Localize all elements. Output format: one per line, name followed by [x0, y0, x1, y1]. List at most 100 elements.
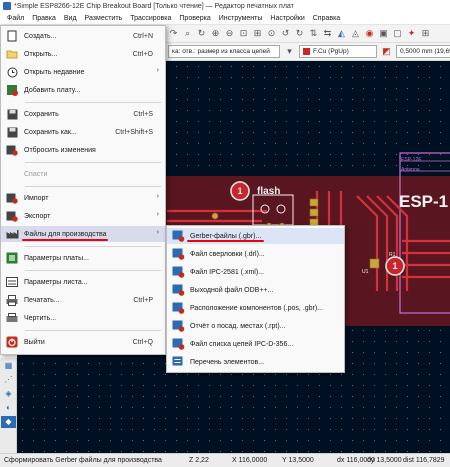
status-zoom: Z 2,22: [189, 457, 209, 464]
menu-item-print[interactable]: Печатать... Ctrl+P: [1, 292, 165, 308]
mirror-v-icon[interactable]: ⇅: [309, 28, 318, 38]
menu-item-revert[interactable]: Отбросить изменения: [1, 142, 165, 158]
submenu-item-footprint-report-label: Отчёт о посад. местах (.rpt)...: [190, 322, 286, 330]
menu-item-plot[interactable]: Чертить...: [1, 310, 165, 326]
menu-item-board-setup[interactable]: Параметры платы...: [1, 250, 165, 266]
mirror-h-icon[interactable]: ⇆: [323, 28, 332, 38]
import-icon: [5, 192, 19, 205]
menu-item-rescue-label: Спасти: [24, 170, 48, 178]
menu-item-exit-label: Выйти: [24, 338, 45, 346]
menu-item-save-as[interactable]: Сохранить как... Ctrl+Shift+S: [1, 124, 165, 140]
fabrication-icon: [5, 228, 19, 241]
track-via-size-select[interactable]: ка: отв.: размер из класса цепей: [168, 45, 280, 58]
menu-file[interactable]: Файл: [7, 14, 25, 22]
menu-item-print-shortcut: Ctrl+P: [133, 296, 153, 304]
menu-item-open-recent-label: Открыть недавние: [24, 68, 85, 76]
menu-item-new[interactable]: Создать... Ctrl+N: [1, 28, 165, 44]
find-icon[interactable]: ⌕: [184, 28, 191, 38]
menu-item-print-label: Печатать...: [24, 296, 60, 304]
title-bar: *Simple ESP8266-12E Chip Breakout Board …: [0, 0, 450, 12]
submenu-arrow-icon: ›: [156, 211, 159, 218]
drill-icon: [171, 248, 185, 261]
report-icon: [171, 320, 185, 333]
submenu-item-footprint-positions[interactable]: Расположение компонентов (.pos, .gbr)...: [167, 300, 344, 316]
menu-item-export[interactable]: Экспорт ›: [1, 208, 165, 224]
menu-item-open-shortcut: Ctrl+O: [132, 50, 153, 58]
zoom-out-icon[interactable]: ⊖: [225, 28, 234, 38]
menu-item-open[interactable]: Открыть... Ctrl+O: [1, 46, 165, 62]
group-icon[interactable]: ▣: [379, 28, 388, 38]
menu-item-rescue[interactable]: Спасти: [1, 166, 165, 182]
submenu-item-bom[interactable]: Перечень элементов...: [167, 354, 344, 370]
menu-inspect[interactable]: Проверка: [179, 14, 211, 22]
submenu-item-ipc2581[interactable]: Файл IPC-2581 (.xml)...: [167, 264, 344, 280]
page-settings-icon: [5, 276, 19, 289]
rotate-cw-icon[interactable]: ↻: [295, 28, 304, 38]
menu-item-exit[interactable]: Выйти Ctrl+Q: [1, 334, 165, 350]
menu-item-save-shortcut: Ctrl+S: [133, 110, 153, 118]
drc-icon[interactable]: ◉: [365, 28, 374, 38]
redo-icon[interactable]: ↷: [169, 28, 178, 38]
menu-item-fabrication-outputs[interactable]: Файлы для производства ›: [1, 226, 165, 242]
rotate-ccw-icon[interactable]: ↺: [281, 28, 290, 38]
odb-icon: [171, 284, 185, 297]
zoom-in-icon[interactable]: ⊕: [211, 28, 220, 38]
submenu-arrow-icon: ›: [156, 67, 159, 74]
zoom-objects-icon[interactable]: ⊞: [253, 28, 262, 38]
app-logo-icon: [3, 2, 11, 10]
contrast-mode-icon[interactable]: ◐: [6, 403, 11, 412]
menu-tools[interactable]: Инструменты: [218, 14, 263, 22]
menu-item-save-label: Сохранить: [24, 110, 59, 118]
grid-select[interactable]: 0,5000 mm (19,69 m: [396, 45, 450, 58]
layer-pair-icon[interactable]: ◩: [382, 46, 391, 56]
menu-item-board-setup-label: Параметры платы...: [24, 254, 89, 262]
menu-item-plot-label: Чертить...: [24, 314, 57, 322]
menu-separator: [25, 246, 161, 247]
submenu-item-bom-label: Перечень элементов...: [190, 358, 265, 366]
submenu-item-gerbers-label: Gerber-файлы (.gbr)...: [190, 232, 262, 240]
footprint-pos-icon: [171, 302, 185, 315]
menu-bar: Файл Правка Вид Разместить Трассировка П…: [0, 12, 450, 25]
add-board-icon: [5, 84, 19, 97]
refresh-icon[interactable]: ↻: [197, 28, 206, 38]
lock-icon[interactable]: ◭: [338, 28, 345, 38]
dropdown-chevron-icon[interactable]: ▾: [287, 46, 292, 56]
menu-route[interactable]: Трассировка: [130, 14, 172, 22]
annotation-underline-gerber: [187, 240, 264, 242]
submenu-item-ipc-d356[interactable]: Файл списка цепей IPC-D-356...: [167, 336, 344, 352]
menu-preferences[interactable]: Настройки: [270, 14, 305, 22]
menu-view[interactable]: Вид: [63, 14, 77, 22]
zoom-fit-icon[interactable]: ⊡: [239, 28, 248, 38]
menu-edit[interactable]: Правка: [32, 14, 56, 22]
left-toolbar: ▦ ⋰ ◈ ◐ ◆: [0, 358, 17, 453]
submenu-item-drill[interactable]: Файл сверловки (.drl)...: [167, 246, 344, 262]
submenu-item-footprint-report[interactable]: Отчёт о посад. местах (.rpt)...: [167, 318, 344, 334]
ratsnest-icon[interactable]: ⋰: [4, 375, 13, 384]
submenu-arrow-icon: ›: [156, 193, 159, 200]
submenu-item-odb[interactable]: Выходной файл ODB++...: [167, 282, 344, 298]
layer-manager-icon[interactable]: ▦: [4, 361, 13, 370]
menu-item-page-settings[interactable]: Параметры листа...: [1, 274, 165, 290]
menu-place[interactable]: Разместить: [84, 14, 123, 22]
highlight-net-icon[interactable]: ◈: [5, 389, 12, 398]
ungroup-icon[interactable]: ▢: [393, 28, 402, 38]
menu-help[interactable]: Справка: [312, 14, 341, 22]
bom-icon: [171, 356, 185, 369]
save-icon: [5, 108, 19, 121]
menu-item-import[interactable]: Импорт ›: [1, 190, 165, 206]
menu-item-append-board[interactable]: Добавить плату...: [1, 82, 165, 98]
grid-icon[interactable]: ⊞: [421, 28, 430, 38]
plot-icon: [5, 312, 19, 325]
layer-select-label: F.Cu (PgUp): [313, 48, 349, 55]
select-layer-icon[interactable]: ◆: [1, 416, 16, 428]
menu-item-open-recent[interactable]: Открыть недавние ›: [1, 64, 165, 80]
menu-item-save[interactable]: Сохранить Ctrl+S: [1, 106, 165, 122]
status-y: Y 13,5000: [282, 457, 314, 464]
netlist-update-icon[interactable]: ✦: [407, 28, 416, 38]
layer-select[interactable]: F.Cu (PgUp): [299, 45, 377, 58]
zoom-selection-icon[interactable]: ⊙: [267, 28, 276, 38]
module-courtyard: [399, 152, 450, 314]
silk-ref-label: R1: [389, 252, 396, 258]
unlock-icon[interactable]: ◬: [352, 28, 359, 38]
menu-item-open-label: Открыть...: [24, 50, 58, 58]
